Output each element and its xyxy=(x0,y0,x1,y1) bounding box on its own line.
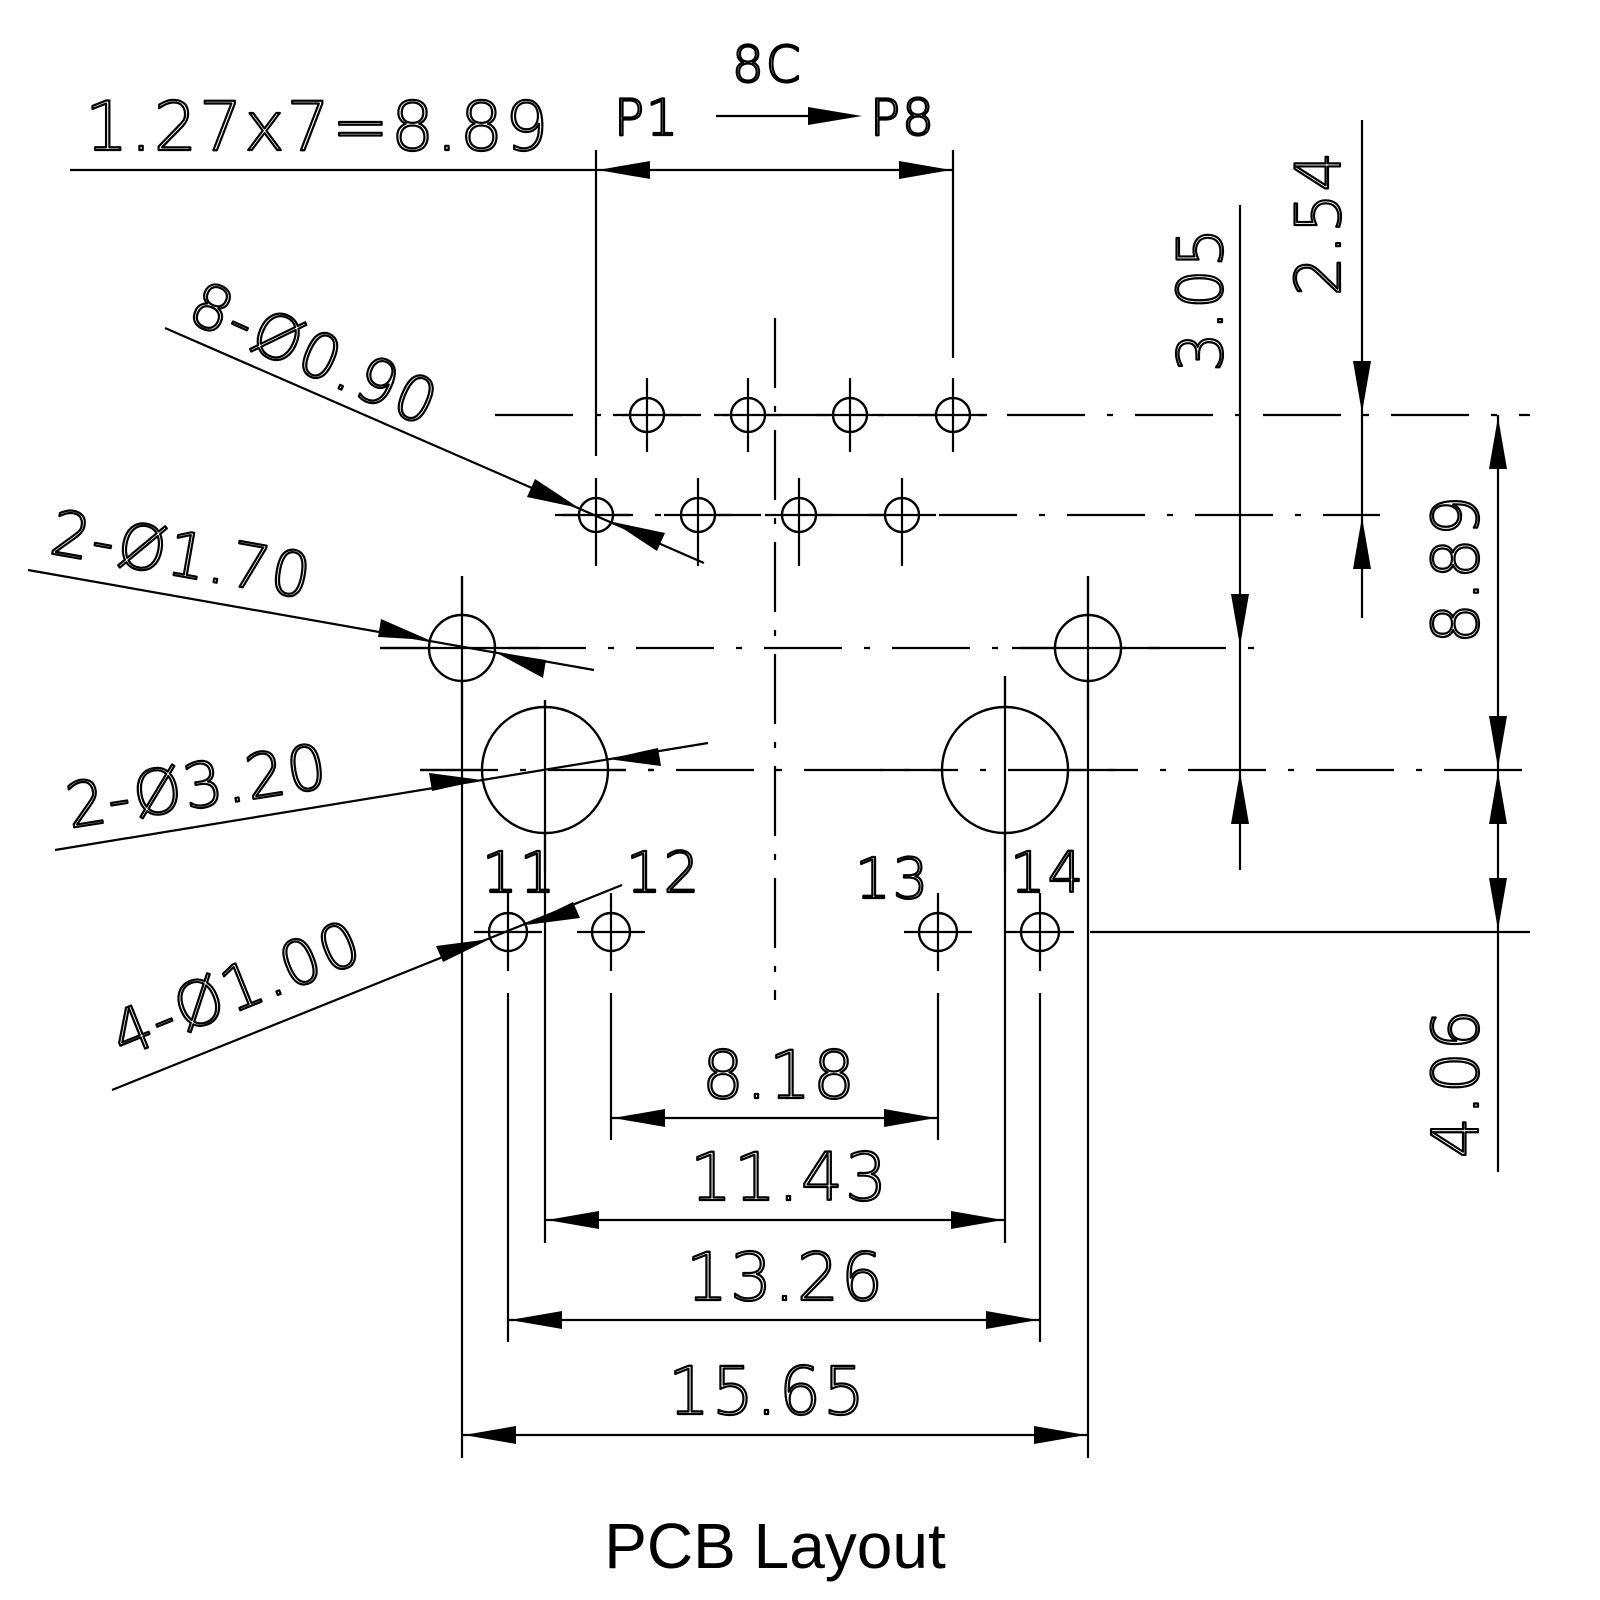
dimension-15-65: 15.65 xyxy=(462,1352,1088,1444)
boss-hole-leader: 2-Ø3.20 xyxy=(54,728,709,852)
locating-holes xyxy=(380,576,1160,720)
dimension-3-05-label: 3.05 xyxy=(1164,226,1237,372)
shield-holes-label: 4-Ø1.00 xyxy=(100,905,372,1072)
dimension-3-05: 3.05 xyxy=(1163,205,1249,870)
dimension-11-43: 11.43 xyxy=(545,1138,1005,1229)
dimension-8-18: 8.18 xyxy=(611,1036,938,1127)
locating-hole-leader: 2-Ø1.70 xyxy=(27,495,595,678)
dimension-8-18-label: 8.18 xyxy=(702,1037,857,1114)
signal-hole xyxy=(919,378,987,452)
pin-12-label: 12 xyxy=(626,841,701,906)
locating-hole-left xyxy=(380,576,540,720)
pin-numbers: 11 12 13 14 xyxy=(481,840,1085,913)
shield-holes xyxy=(474,893,1074,971)
signal-hole xyxy=(562,478,630,566)
signal-holes-label: 8-Ø0.90 xyxy=(179,267,450,441)
locating-holes-label: 2-Ø1.70 xyxy=(45,496,318,614)
dimension-8-89-label: 8.89 xyxy=(1420,494,1494,645)
boss-hole-right xyxy=(880,676,1130,872)
shield-hole-12 xyxy=(577,893,645,971)
shield-hole-14 xyxy=(1006,893,1074,971)
pin-11-label: 11 xyxy=(482,841,557,906)
dimension-2-54: 2.54 xyxy=(1281,120,1371,618)
signal-hole xyxy=(613,378,681,452)
locating-hole-right xyxy=(1012,576,1160,720)
pin-last-label: P8 xyxy=(870,89,936,147)
signal-hole xyxy=(664,478,732,566)
dimension-2-54-label: 2.54 xyxy=(1282,150,1355,296)
dimension-13-26-label: 13.26 xyxy=(686,1239,885,1316)
dimension-8-89: 8.89 xyxy=(1419,415,1507,770)
dimension-4-06: 4.06 xyxy=(1419,770,1507,1172)
signal-hole xyxy=(714,378,782,452)
contacts-label: 8C xyxy=(732,36,803,94)
pin-14-label: 14 xyxy=(1010,841,1085,906)
pin-first-label: P1 xyxy=(614,89,680,147)
pitch-formula-label: 1.27x7=8.89 xyxy=(85,88,550,167)
signal-hole xyxy=(868,478,936,566)
dimension-15-65-label: 15.65 xyxy=(668,1353,867,1430)
signal-hole xyxy=(765,478,833,566)
pitch-dimension: 1.27x7=8.89 P1 8C P8 xyxy=(70,35,953,179)
dimension-13-26: 13.26 xyxy=(508,1238,1040,1329)
drawing-title: PCB Layout xyxy=(604,1510,946,1582)
shield-hole-leader: 4-Ø1.00 xyxy=(99,883,623,1092)
extension-lines xyxy=(460,150,1090,1458)
dimension-11-43-label: 11.43 xyxy=(690,1139,889,1216)
shield-hole-13 xyxy=(904,893,972,971)
dimension-4-06-label: 4.06 xyxy=(1420,1008,1494,1159)
signal-hole xyxy=(816,378,884,452)
pin-13-label: 13 xyxy=(855,847,930,912)
